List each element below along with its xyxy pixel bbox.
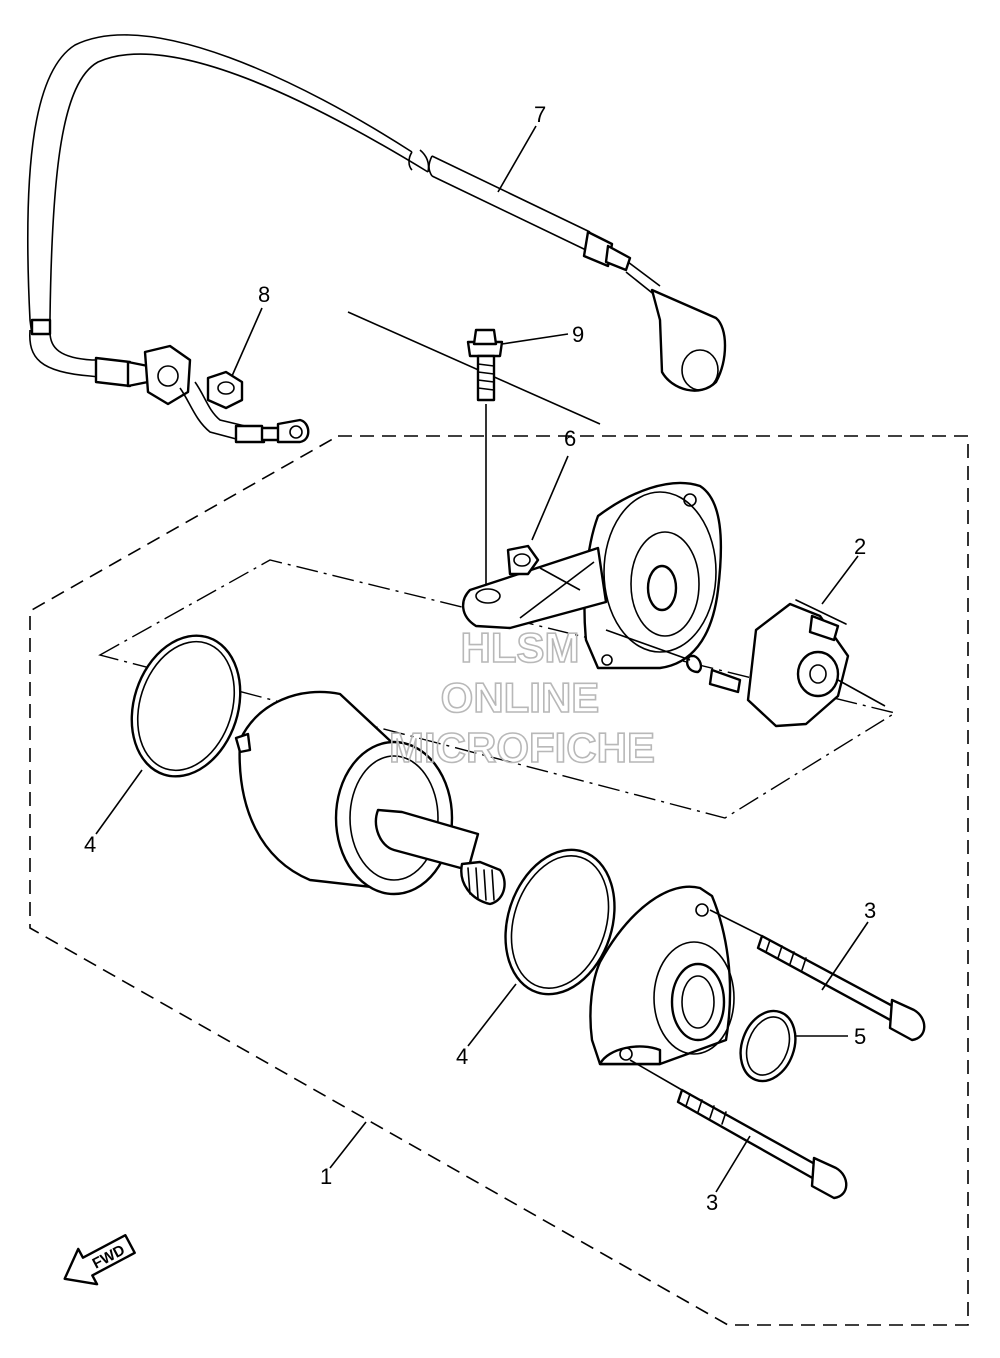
subassembly-boundary <box>98 559 897 819</box>
callout-4-lower: 4 <box>456 1044 468 1069</box>
watermark-line-2: ONLINE <box>441 674 600 721</box>
bolt-lower <box>676 1088 848 1200</box>
o-ring-upper <box>130 634 242 778</box>
leader-lines <box>95 125 869 1193</box>
callout-3-upper: 3 <box>864 898 876 923</box>
assembly-boundary <box>29 435 969 1326</box>
front-cover <box>462 481 723 670</box>
nut <box>206 370 244 410</box>
callout-8: 8 <box>258 282 270 307</box>
washer <box>506 544 581 591</box>
callout-6: 6 <box>564 426 576 451</box>
callout-7: 7 <box>534 102 546 127</box>
watermark-line-3: MICROFICHE <box>389 724 655 771</box>
callout-3-lower: 3 <box>706 1190 718 1215</box>
callout-2: 2 <box>854 534 866 559</box>
o-ring-lower <box>504 848 616 996</box>
rear-cover <box>589 885 763 1091</box>
o-ring-small <box>739 1009 797 1083</box>
starter-cable <box>26 34 727 444</box>
callout-1: 1 <box>320 1164 332 1189</box>
yoke-armature <box>234 690 506 906</box>
callout-4-upper: 4 <box>84 832 96 857</box>
callout-5: 5 <box>854 1024 866 1049</box>
watermark-line-1: HLSM <box>461 624 580 671</box>
callout-9: 9 <box>572 322 584 347</box>
brush-holder <box>605 599 886 728</box>
bolt <box>466 328 504 592</box>
fwd-arrow-icon: FWD <box>63 1234 136 1286</box>
